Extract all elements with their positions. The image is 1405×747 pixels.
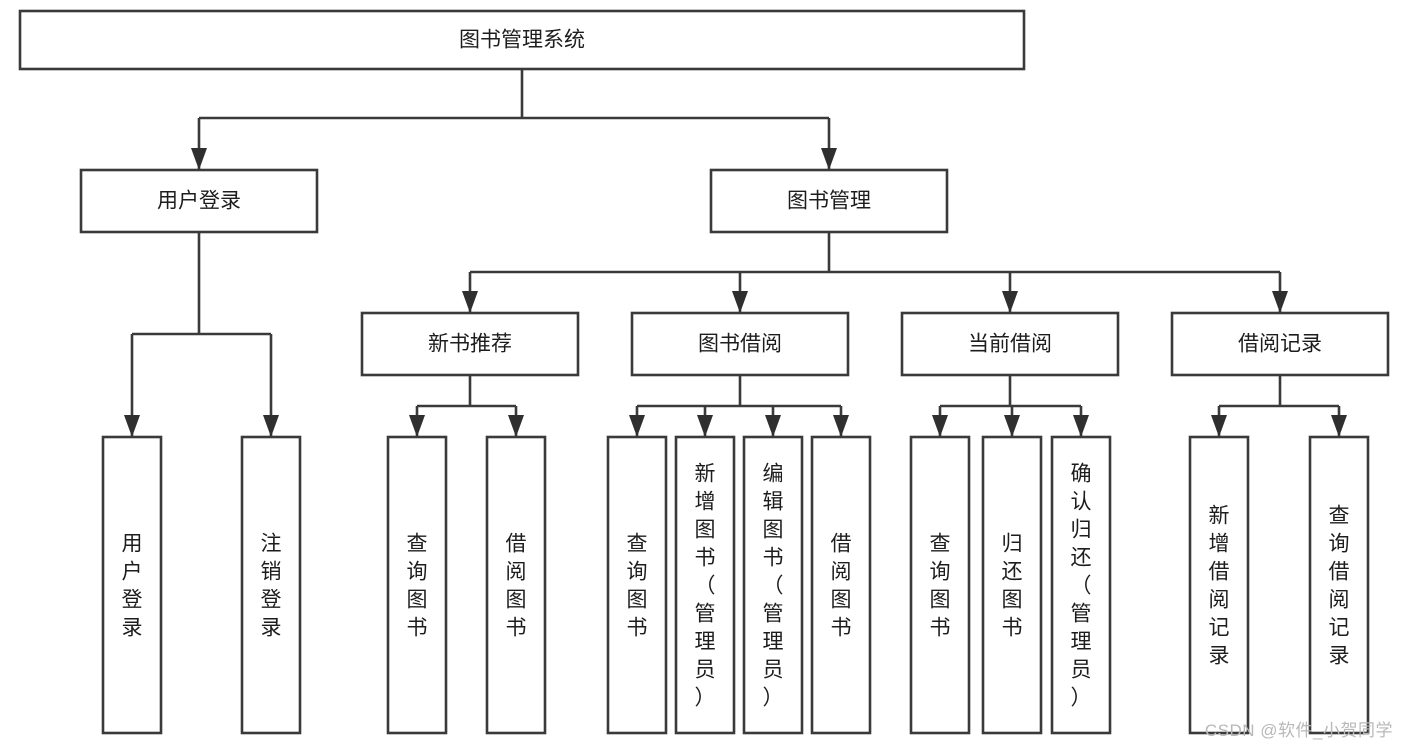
arrow-head-icon [508, 415, 524, 437]
node-label: 查询借阅记录 [1329, 504, 1350, 667]
arrow-head-icon [732, 291, 748, 313]
arrow-head-icon [1211, 415, 1227, 437]
node-box[interactable] [900, 311, 1120, 377]
watermark-label: CSDN @软件_小贺同学 [1204, 721, 1393, 740]
arrow-head-icon [697, 415, 713, 437]
node-leaf-l3-2-2[interactable]: 确认归还（管理员） [1050, 435, 1112, 735]
node-box[interactable] [386, 435, 448, 735]
arrow-head-icon [263, 415, 279, 437]
node-box[interactable] [981, 435, 1043, 735]
node-box[interactable] [240, 435, 302, 735]
node-label: 用户登录 [122, 532, 143, 639]
arrow-head-icon [833, 415, 849, 437]
node-level3-3[interactable]: 借阅记录 [1170, 311, 1390, 377]
node-label: 用户登录 [157, 190, 241, 213]
node-leaf-l3-1-1[interactable]: 新增图书（管理员） [674, 435, 736, 735]
node-leaf-l3-1-3[interactable]: 借阅图书 [810, 435, 872, 735]
arrow-head-icon [191, 148, 207, 170]
arrow-head-icon [1073, 415, 1089, 437]
arrow-head-icon [1002, 291, 1018, 313]
node-box[interactable] [674, 435, 736, 735]
node-root[interactable]: 图书管理系统 [18, 9, 1026, 71]
arrow-head-icon [409, 415, 425, 437]
node-label: 新增图书（管理员） [695, 462, 716, 709]
arrow-head-icon [1004, 415, 1020, 437]
node-box[interactable] [909, 435, 971, 735]
node-label: 查询图书 [407, 532, 428, 639]
node-label: 图书管理 [787, 190, 871, 213]
connector-layer [124, 69, 1347, 437]
node-box[interactable] [79, 168, 319, 234]
node-label: 编辑图书（管理员） [763, 462, 784, 709]
node-leaf-l3-3-1[interactable]: 查询借阅记录 [1308, 435, 1370, 735]
node-box[interactable] [1170, 311, 1390, 377]
arrow-head-icon [1272, 291, 1288, 313]
node-label: 新书推荐 [428, 333, 512, 356]
arrow-head-icon [821, 148, 837, 170]
node-leaf-l2-0-1[interactable]: 注销登录 [240, 435, 302, 735]
node-leaf-l3-0-1[interactable]: 借阅图书 [485, 435, 547, 735]
node-box[interactable] [360, 311, 580, 377]
node-box[interactable] [606, 435, 668, 735]
node-label: 注销登录 [261, 532, 282, 639]
node-leaf-l3-1-2[interactable]: 编辑图书（管理员） [742, 435, 804, 735]
node-level3-2[interactable]: 当前借阅 [900, 311, 1120, 377]
node-box[interactable] [810, 435, 872, 735]
node-box[interactable] [1308, 435, 1370, 735]
node-leaf-l3-2-1[interactable]: 归还图书 [981, 435, 1043, 735]
node-label: 借阅图书 [831, 532, 852, 639]
node-label: 借阅记录 [1238, 333, 1322, 356]
node-leaf-l2-0-0[interactable]: 用户登录 [101, 435, 163, 735]
arrow-head-icon [462, 291, 478, 313]
node-label: 确认归还（管理员） [1071, 462, 1092, 709]
node-leaf-l3-0-0[interactable]: 查询图书 [386, 435, 448, 735]
arrow-head-icon [629, 415, 645, 437]
arrow-head-icon [124, 415, 140, 437]
node-label: 当前借阅 [968, 333, 1052, 356]
node-level3-0[interactable]: 新书推荐 [360, 311, 580, 377]
node-box[interactable] [485, 435, 547, 735]
node-label: 查询图书 [627, 532, 648, 639]
arrow-head-icon [765, 415, 781, 437]
node-level2-1[interactable]: 图书管理 [709, 168, 949, 234]
node-box[interactable] [1188, 435, 1250, 735]
node-label: 借阅图书 [506, 532, 527, 639]
node-label: 归还图书 [1002, 532, 1023, 639]
node-level2-0[interactable]: 用户登录 [79, 168, 319, 234]
node-leaf-l3-3-0[interactable]: 新增借阅记录 [1188, 435, 1250, 735]
node-label: 查询图书 [930, 532, 951, 639]
arrow-head-icon [1331, 415, 1347, 437]
node-box[interactable] [1050, 435, 1112, 735]
node-leaf-l3-1-0[interactable]: 查询图书 [606, 435, 668, 735]
node-layer: 图书管理系统用户登录图书管理用户登录注销登录新书推荐查询图书借阅图书图书借阅查询… [18, 9, 1390, 735]
node-label: 图书管理系统 [459, 29, 585, 52]
node-leaf-l3-2-0[interactable]: 查询图书 [909, 435, 971, 735]
node-box[interactable] [101, 435, 163, 735]
node-label: 图书借阅 [698, 333, 782, 356]
node-level3-1[interactable]: 图书借阅 [630, 311, 850, 377]
node-box[interactable] [709, 168, 949, 234]
node-box[interactable] [18, 9, 1026, 71]
node-box[interactable] [742, 435, 804, 735]
node-label: 新增借阅记录 [1209, 504, 1230, 667]
arrow-head-icon [932, 415, 948, 437]
node-box[interactable] [630, 311, 850, 377]
